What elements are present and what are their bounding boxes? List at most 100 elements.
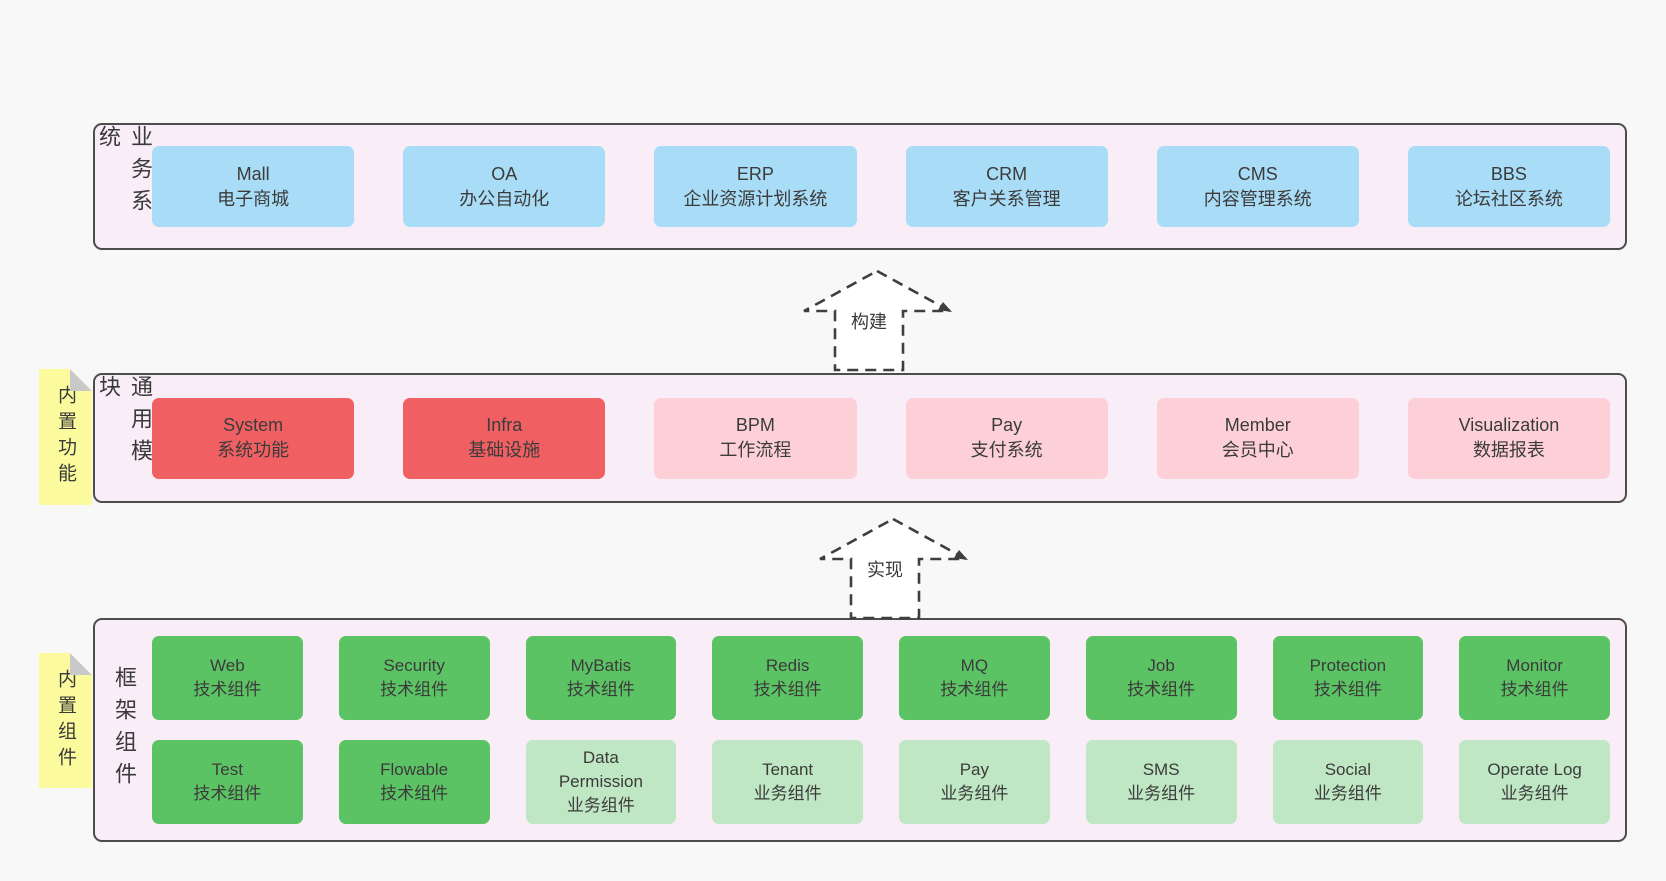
box-subtitle: 客户关系管理 — [952, 188, 1061, 209]
diagram-box-mybatis: MyBatis 技术组件 — [525, 636, 677, 720]
arrowhead-icon — [954, 550, 968, 560]
box-subtitle: 业务组件 — [1500, 784, 1569, 803]
arrow-label: 实现 — [867, 560, 903, 580]
box-title: Tenant — [762, 760, 814, 779]
arrow-outline — [803, 269, 951, 372]
layer-label: 业务系统 — [96, 125, 153, 221]
box-subtitle: 工作流程 — [719, 440, 792, 460]
note-folded-corner-icon — [70, 369, 92, 391]
box-subtitle: 系统功能 — [217, 440, 290, 460]
box-subtitle: 业务组件 — [753, 784, 822, 803]
box-subtitle: 技术组件 — [566, 680, 635, 699]
box-subtitle: 业务组件 — [940, 784, 1009, 803]
diagram-box-system: System 系统功能 — [152, 397, 355, 479]
box-title: Data Permission — [558, 748, 643, 791]
box-subtitle: 技术组件 — [193, 680, 262, 699]
box-title: Protection — [1309, 656, 1387, 675]
diagram-box-tenant: Tenant 业务组件 — [712, 740, 863, 824]
layer-label-wrap: 通用模块 — [96, 375, 153, 501]
box-title: ERP — [736, 163, 774, 184]
box-title: Pay — [991, 415, 1023, 435]
diagram-box-security: Security 技术组件 — [338, 636, 490, 720]
note-folded-corner-icon — [70, 653, 92, 675]
diagram-box-oa: OA 办公自动化 — [403, 146, 606, 227]
box-title: Mall — [236, 163, 270, 184]
box-subtitle: 业务组件 — [1127, 784, 1196, 803]
diagram-box-bpm: BPM 工作流程 — [654, 397, 857, 479]
box-title: MQ — [960, 656, 989, 675]
block-arrow-up-icon: 实现 — [819, 517, 968, 620]
box-title: Test — [211, 760, 243, 779]
diagram-box-sms: SMS 业务组件 — [1085, 740, 1237, 824]
box-subtitle: 支付系统 — [970, 440, 1043, 460]
sticky-note-builtin-components: 内置组件 — [39, 653, 92, 788]
diagram-box-visualization: Visualization 数据报表 — [1407, 397, 1611, 479]
diagram-box-job: Job 技术组件 — [1085, 636, 1237, 720]
box-title: BBS — [1490, 163, 1527, 184]
box-subtitle: 技术组件 — [1127, 680, 1196, 699]
arrowhead-icon — [938, 302, 952, 312]
layer-label-wrap: 框架组件 — [101, 620, 147, 840]
box-title: Job — [1147, 656, 1175, 675]
box-title: Security — [383, 656, 445, 675]
box-subtitle: 办公自动化 — [459, 188, 550, 209]
box-subtitle: 技术组件 — [1313, 680, 1382, 699]
diagram-box-operate-log: Operate Log 业务组件 — [1459, 740, 1610, 824]
diagram-box-crm: CRM 客户关系管理 — [905, 146, 1108, 227]
box-title: MyBatis — [570, 656, 632, 675]
box-title: Operate Log — [1487, 760, 1582, 779]
diagram-box-web: Web 技术组件 — [152, 636, 303, 720]
diagram-box-redis: Redis 技术组件 — [712, 636, 863, 720]
layer-label: 通用模块 — [96, 375, 153, 471]
box-subtitle: 技术组件 — [380, 784, 449, 803]
box-title: Infra — [486, 415, 523, 435]
box-title: Visualization — [1458, 415, 1560, 435]
implement-arrow: 实现 — [814, 516, 974, 622]
box-subtitle: 业务组件 — [1313, 784, 1382, 803]
layer-label-wrap: 业务系统 — [96, 125, 153, 248]
diagram-box-mall: Mall 电子商城 — [152, 146, 355, 227]
box-subtitle: 企业资源计划系统 — [683, 188, 828, 209]
box-title: BPM — [735, 415, 775, 435]
box-title: CRM — [986, 163, 1028, 184]
box-subtitle: 技术组件 — [1500, 680, 1569, 699]
box-title: Monitor — [1506, 656, 1563, 675]
box-subtitle: 数据报表 — [1472, 440, 1545, 460]
box-title: SMS — [1142, 760, 1180, 779]
box-title: Pay — [959, 760, 990, 779]
arrow-label: 构建 — [851, 312, 887, 332]
diagram-box-mq: MQ 技术组件 — [899, 636, 1050, 720]
box-title: Redis — [765, 656, 810, 675]
diagram-box-protection: Protection 技术组件 — [1272, 636, 1424, 720]
block-arrow-up-icon: 构建 — [803, 269, 952, 372]
box-subtitle: 会员中心 — [1221, 440, 1294, 460]
box-subtitle: 业务组件 — [566, 796, 635, 815]
box-title: Web — [210, 656, 245, 675]
box-subtitle: 电子商城 — [217, 188, 290, 209]
diagram-box-pay: Pay 支付系统 — [905, 397, 1108, 479]
box-title: Member — [1224, 415, 1291, 435]
box-subtitle: 技术组件 — [753, 680, 822, 699]
box-title: System — [223, 415, 284, 435]
box-title: OA — [491, 163, 518, 184]
diagram-box-monitor: Monitor 技术组件 — [1459, 636, 1610, 720]
box-subtitle: 技术组件 — [940, 680, 1009, 699]
box-subtitle: 技术组件 — [380, 680, 449, 699]
diagram-box-pay: Pay 业务组件 — [899, 740, 1050, 824]
diagram-box-member: Member 会员中心 — [1156, 397, 1359, 479]
